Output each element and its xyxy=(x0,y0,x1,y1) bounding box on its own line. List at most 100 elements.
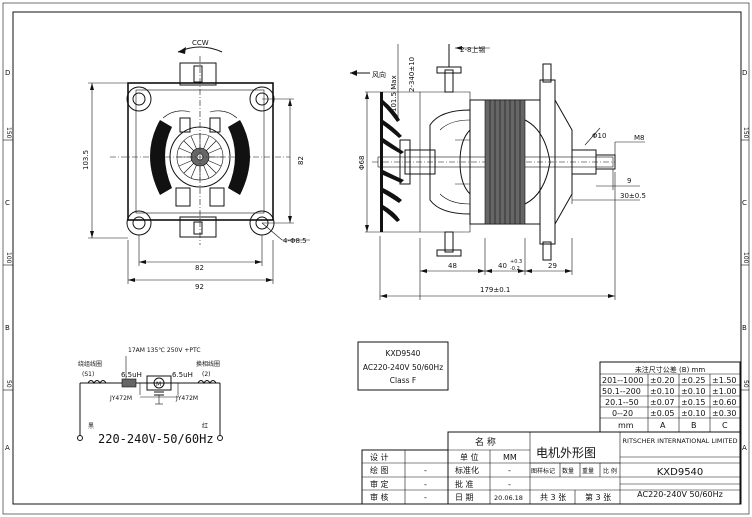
col-label-100: 100 xyxy=(5,252,12,264)
tol-r2-c3: ±0.60 xyxy=(712,398,737,407)
dim-48-label: 48 xyxy=(448,262,457,270)
inductor-right-label: 6.5uH xyxy=(172,371,193,379)
spec-box: KXD9540 AC220-240V 50/60Hz Class F xyxy=(357,341,449,391)
tol-r2-c0: 20.1--50 xyxy=(605,398,639,407)
dim-total-height-label: 101.5 Max xyxy=(390,75,398,112)
header-drawing-mark: 图样标记 xyxy=(531,467,555,475)
circuit-s2-label: (2) xyxy=(202,371,211,378)
side-view: 风向 xyxy=(350,44,646,300)
row-label-d-right: D xyxy=(742,69,747,77)
wiring-circuit: 17AM 135℃ 250V +PTC 绕组线圈 换相线圈 (S1) (2) 6… xyxy=(77,347,223,446)
tol-r3-c3: ±0.30 xyxy=(712,409,737,418)
standard-dash: - xyxy=(508,466,511,475)
date-value: 20.06.18 xyxy=(494,494,523,502)
title-block: 名 称 单 位 MM 电机外形图 RITSCHER INTERNATIONAL … xyxy=(361,431,741,505)
inductor-left-label: 6.5uH xyxy=(121,371,142,379)
col-label-50-right: 50 xyxy=(742,380,749,388)
tol-r1-c3: ±1.00 xyxy=(712,387,737,396)
mount-hole-tl xyxy=(126,86,152,112)
date-label: 日 期 xyxy=(455,493,474,502)
spec-voltage: AC220-240V 50/60Hz xyxy=(363,363,443,372)
row-label-b: B xyxy=(5,324,10,332)
col-label-150-right: 150 xyxy=(742,127,749,139)
tol-r0-c3: ±1.50 xyxy=(712,376,737,385)
row-label-d: D xyxy=(5,69,10,77)
thermal-protector-icon xyxy=(121,378,137,388)
drawing-title: 电机外形图 xyxy=(536,446,596,460)
dim-holes-label: 4-Φ8.5 xyxy=(283,237,307,245)
draw-dash: - xyxy=(424,466,427,475)
column-labels: 50 100 150 50 100 150 xyxy=(5,127,749,388)
tol-r3-c1: ±0.05 xyxy=(650,409,675,418)
row-label-a: A xyxy=(5,444,10,452)
row-label-c: C xyxy=(5,199,10,207)
dim-thread-label: 2-340±10 xyxy=(408,57,416,92)
mount-hole-bl xyxy=(126,210,152,236)
standard-label: 标准化 xyxy=(455,465,479,475)
wind-label: 风向 xyxy=(372,70,386,79)
spec-insulation: Class F xyxy=(390,376,416,385)
dim-height-label: 103.5 xyxy=(82,150,90,170)
wire-right-label: 红 xyxy=(202,422,208,430)
dim-m8-label: M8 xyxy=(634,134,645,142)
check-dash: - xyxy=(424,480,427,489)
armature xyxy=(455,99,551,225)
dim-30-label: 30±0.5 xyxy=(620,192,646,200)
row-labels: D C B A D C B A xyxy=(5,69,747,452)
col-label-100-right: 100 xyxy=(742,252,749,264)
unit-label: 单 位 xyxy=(460,452,479,462)
design-label: 设 计 xyxy=(370,452,389,462)
row-label-b-right: B xyxy=(742,324,747,332)
approve-label: 批 准 xyxy=(455,479,474,489)
dim-29-label: 29 xyxy=(548,262,557,270)
review-dash: - xyxy=(424,493,427,502)
col-label-150: 150 xyxy=(5,127,12,139)
company-name: RITSCHER INTERNATIONAL LIMITED xyxy=(623,437,738,445)
dim-inner-height-label: 82 xyxy=(297,156,305,165)
motor-symbol-icon xyxy=(146,375,172,391)
tol-r2-c1: ±0.07 xyxy=(650,398,675,407)
dim-40-tol-lower: -0.2 xyxy=(510,266,520,272)
tolerance-title: 未注尺寸公差 (B) mm xyxy=(635,365,706,374)
motor-frame-outline xyxy=(127,82,274,221)
unit-value: MM xyxy=(503,453,517,462)
front-view: CCW xyxy=(82,39,310,291)
header-weight: 重量 xyxy=(582,467,594,475)
tol-r3-c2: ±0.10 xyxy=(681,409,706,418)
col-label-50: 50 xyxy=(5,380,12,388)
right-coil-icon xyxy=(197,380,217,384)
tol-r0-c1: ±0.20 xyxy=(650,376,675,385)
tol-r3-c0: 0--20 xyxy=(612,409,633,418)
row-label-a-right: A xyxy=(742,444,747,452)
dim-shaft-dia-label: Φ68 xyxy=(358,156,366,170)
dim-inner-width-label: 82 xyxy=(195,264,204,272)
approve-dash: - xyxy=(508,480,511,489)
cap-left-label: JY472M xyxy=(109,395,132,402)
dim-thread-note-label: 2-8上锡 xyxy=(460,45,485,54)
tol-r0-c2: ±0.25 xyxy=(681,376,706,385)
tol-r1-c1: ±0.10 xyxy=(650,387,675,396)
tol-r1-c0: 50.1--200 xyxy=(602,387,641,396)
dim-phi10-label: Φ10 xyxy=(592,132,606,140)
spec-model: KXD9540 xyxy=(386,349,421,358)
tol-r2-c2: ±0.15 xyxy=(681,398,706,407)
cap-right-label: JY472M xyxy=(175,395,198,402)
tol-footer-mm: mm xyxy=(618,421,634,430)
circuit-left-label: 绕组线圈 xyxy=(78,360,102,368)
row-label-c-right: C xyxy=(742,199,747,207)
wire-left-label: 黑 xyxy=(88,423,94,430)
header-scale: 比 例 xyxy=(603,467,617,475)
sheet-number: 第 3 张 xyxy=(585,492,611,502)
draw-label: 绘 图 xyxy=(370,465,389,475)
dim-40-tol-upper: +0.3 xyxy=(510,259,522,265)
circuit-supply-label: 220-240V-50/60Hz xyxy=(98,432,214,446)
inner-frame xyxy=(12,11,742,505)
svg-text:M: M xyxy=(156,381,161,388)
circuit-protector-label: 17AM 135℃ 250V +PTC xyxy=(128,347,201,354)
title-model: KXD9540 xyxy=(657,467,704,478)
rotation-label: CCW xyxy=(192,39,209,47)
dim-40-label: 40 xyxy=(498,262,507,270)
circuit-right-label: 换相线圈 xyxy=(196,360,220,368)
sheet-total: 共 3 张 xyxy=(540,493,566,502)
